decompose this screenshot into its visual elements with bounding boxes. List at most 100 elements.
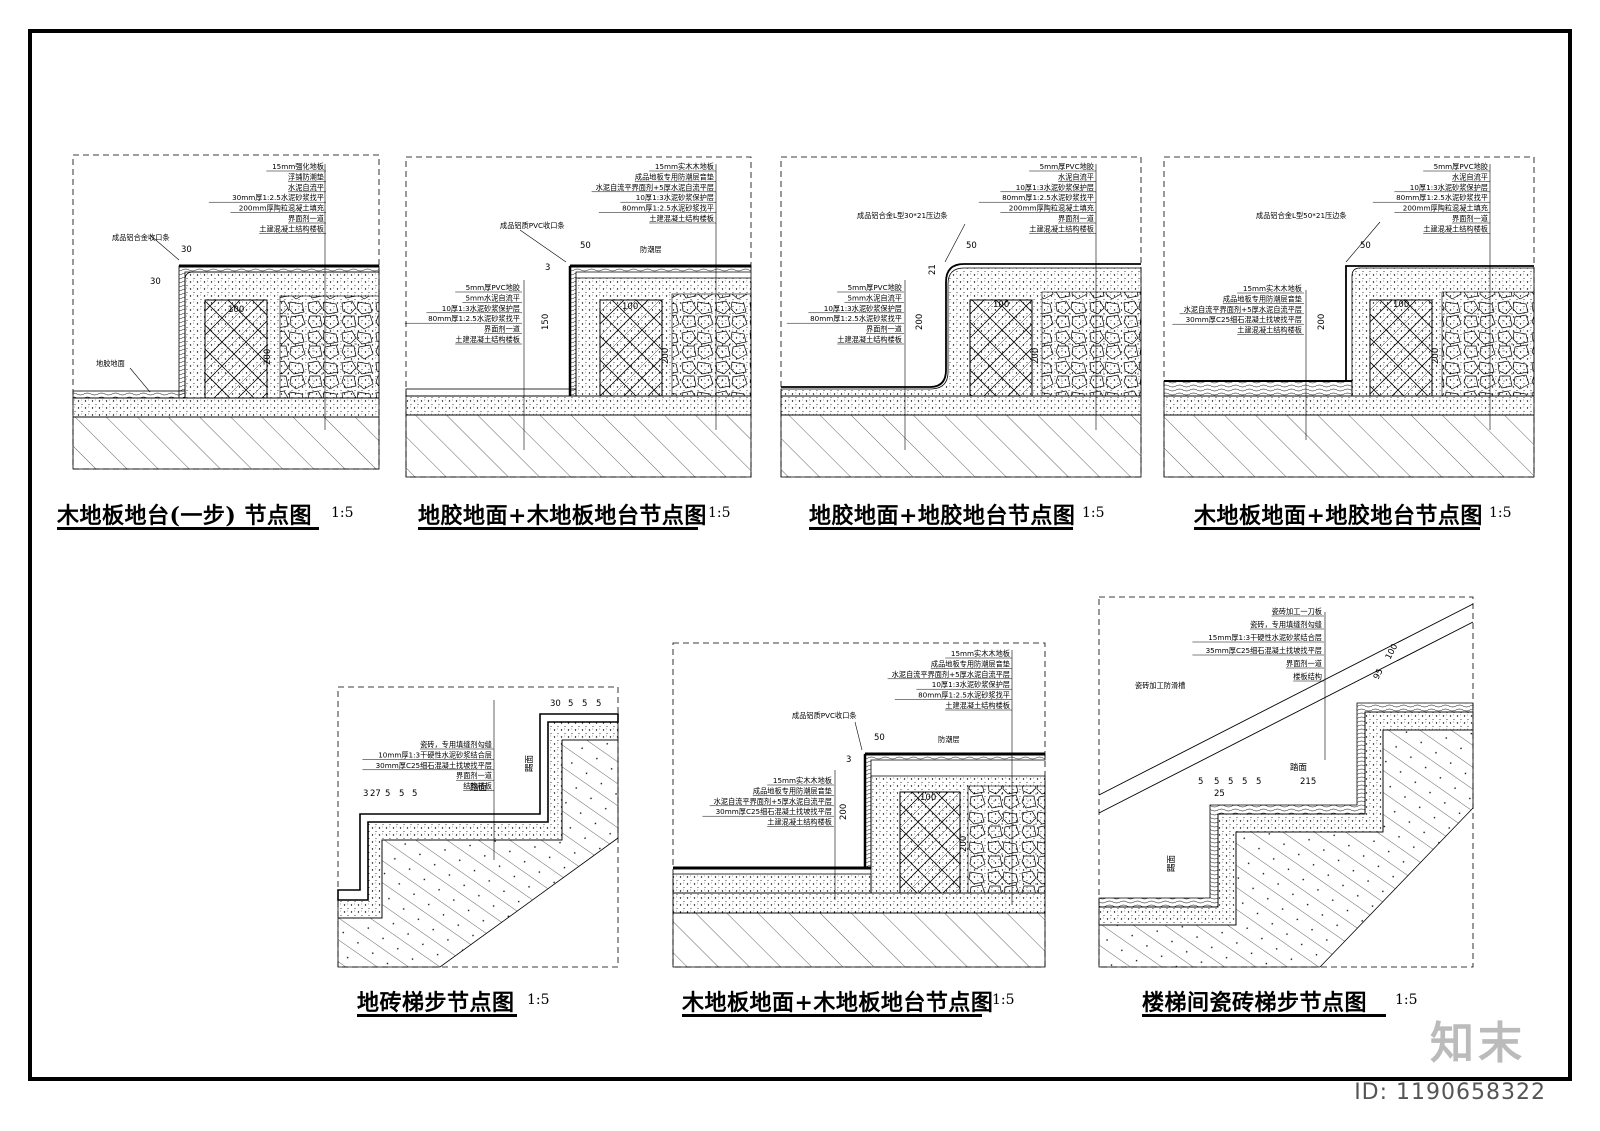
detail-2-lower-notes-4: 界面剂一道: [484, 325, 520, 334]
detail-6-dim-e: 200: [959, 836, 969, 852]
detail-5-dim-h: 5: [399, 789, 404, 799]
detail-1-drawing: 成品铝合金收口条 地胶地面 30 30 100 200: [72, 154, 380, 470]
detail-7-title-underline: [1142, 1014, 1386, 1017]
detail-6-dim-a: 50: [874, 733, 885, 743]
detail-4-scale: 1:5: [1489, 505, 1512, 521]
detail-6-scale: 1:5: [992, 992, 1015, 1008]
detail-7-notes-0: 瓷砖加工一刀板: [1272, 607, 1322, 616]
detail-7-notes-4: 界面剂一道: [1286, 659, 1322, 668]
detail-3-title: 地胶地面+地胶地台节点图: [809, 503, 1076, 529]
detail-3-lower-notes-2: 10厚1:3水泥砂浆保护层: [824, 304, 902, 313]
detail-2-lower-notes-5: 土建混凝土结构楼板: [455, 335, 520, 344]
detail-7-drawing: 瓷砖加工防滑槽 100 95 5 5 5 5 5 25 215 踏面 踢面: [1098, 596, 1474, 968]
detail-7-dim-c: 5: [1198, 777, 1203, 787]
detail-6-notes-1: 成品地板专用防潮层音垫: [931, 659, 1010, 668]
detail-7-dim-a: 100: [1384, 642, 1400, 661]
detail-7-dim-d: 5: [1214, 777, 1219, 787]
detail-3-notes-1: 水泥自流平: [1058, 172, 1094, 181]
detail-1-notes-4: 200mm厚陶粒混凝土填充: [239, 204, 324, 213]
detail-3-notes-5: 界面剂一道: [1058, 214, 1094, 223]
detail-4-lower-notes-0: 15mm实木木地板: [1243, 284, 1302, 293]
detail-6-notes-3: 10厚1:3水泥砂浆保护层: [932, 680, 1010, 689]
detail-1-notes-1: 浮铺防潮垫: [288, 172, 324, 181]
detail-4-notes-4: 200mm厚陶粒混凝土填充: [1403, 204, 1488, 213]
detail-2-notes-0: 15mm实木木地板: [655, 162, 714, 171]
detail-7-riser: 踢面: [1167, 854, 1177, 872]
detail-5-dim-e: 3: [363, 789, 368, 799]
detail-3-dim-d: 100: [993, 300, 1009, 310]
detail-7-notes-3: 35mm厚C25细石混凝土找坡找平层: [1206, 646, 1322, 655]
detail-4-dim-b: 200: [1317, 314, 1327, 330]
detail-1-title-underline: [57, 527, 319, 530]
detail-5-dim-f: 27: [370, 789, 381, 799]
detail-6-notes-4: 80mm厚1:2.5水泥砂浆找平: [918, 691, 1010, 700]
detail-2-lower-notes-2: 10厚1:3水泥砂浆保护层: [442, 304, 520, 313]
detail-7-dim-h: 25: [1214, 789, 1225, 799]
detail-5-dim-a: 30: [550, 699, 561, 709]
detail-1-title: 木地板地台(一步) 节点图: [57, 503, 312, 529]
detail-4-lower-notes-4: 土建混凝土结构楼板: [1237, 326, 1302, 335]
detail-2-lower-notes-1: 5mm水泥自流平: [465, 293, 520, 302]
detail-1-scale: 1:5: [331, 505, 354, 521]
detail-5-dim-b: 5: [568, 699, 573, 709]
detail-2-lower-notes-0: 5mm厚PVC地胶: [466, 283, 520, 292]
detail-5-notes-4: 结构楼板: [463, 782, 492, 791]
detail-7-notes-2: 15mm厚1:3干硬性水泥砂浆结合层: [1208, 633, 1322, 642]
detail-6-lower-notes-0: 15mm实木木地板: [773, 776, 832, 785]
detail-5-dim-g: 5: [385, 789, 390, 799]
detail-6-notes-0: 15mm实木木地板: [951, 649, 1010, 658]
detail-7-title: 楼梯间瓷砖梯步节点图: [1142, 990, 1368, 1016]
detail-4-notes-5: 界面剂一道: [1452, 214, 1488, 223]
detail-2-dim-d: 100: [622, 302, 638, 312]
detail-7-dim-g: 5: [1256, 777, 1261, 787]
detail-2-dim-e: 200: [661, 348, 671, 364]
detail-7-dim-b: 95: [1372, 667, 1386, 681]
detail-6-lower-notes-3: 30mm厚C25细石混凝土找坡找平层: [716, 807, 832, 816]
detail-5-dim-i: 5: [412, 789, 417, 799]
detail-3-lower-notes-1: 5mm水泥自流平: [847, 293, 902, 302]
detail-7-tread: 踏面: [1290, 762, 1308, 773]
detail-5-title: 地砖梯步节点图: [357, 990, 515, 1016]
detail-5-drawing: 30 5 5 5 3 27 5 5 5 踏面 踢面: [337, 686, 619, 968]
detail-3-notes-4: 200mm厚陶粒混凝土填充: [1009, 204, 1094, 213]
detail-6-lower-notes-1: 成品地板专用防潮层音垫: [753, 786, 832, 795]
detail-1-dim-b: 30: [150, 277, 161, 287]
detail-6-dim-d: 100: [920, 793, 936, 803]
detail-6-lower-notes-2: 水泥自流平界面剂+5厚水泥自流平层: [714, 797, 832, 806]
detail-3-lower-notes-3: 80mm厚1:2.5水泥砂浆找平: [810, 314, 902, 323]
detail-2-title-underline: [418, 527, 698, 530]
detail-3-notes-3: 80mm厚1:2.5水泥砂浆找平: [1002, 193, 1094, 202]
detail-1-notes-3: 30mm厚1:2.5水泥砂浆找平: [232, 193, 324, 202]
detail-6-dim-b: 3: [846, 755, 851, 765]
detail-4-lower-notes-3: 30mm厚C25细石混凝土找坡找平层: [1186, 315, 1302, 324]
detail-4-title: 木地板地面+地胶地台节点图: [1194, 503, 1483, 529]
detail-5-notes-0: 瓷砖，专用填缝剂勾缝: [420, 740, 492, 749]
detail-6-title: 木地板地面+木地板地台节点图: [682, 990, 994, 1016]
detail-2-lower-notes-3: 80mm厚1:2.5水泥砂浆找平: [428, 314, 520, 323]
detail-2-dim-b: 3: [545, 263, 550, 273]
detail-5-notes-2: 30mm厚C25细石混凝土找坡找平层: [376, 761, 492, 770]
detail-4-lower-notes-2: 水泥自流平界面剂+5厚水泥自流平层: [1184, 305, 1302, 314]
detail-3-notes-2: 10厚1:3水泥砂浆保护层: [1016, 183, 1094, 192]
detail-2-notes-1: 成品地板专用防潮层音垫: [635, 172, 714, 181]
detail-2-tag: 防潮层: [640, 245, 662, 254]
detail-2-notes-2: 水泥自流平界面剂+5厚水泥自流平层: [596, 183, 714, 192]
detail-3-notes-0: 5mm厚PVC地胶: [1040, 162, 1094, 171]
detail-5-title-underline: [357, 1014, 517, 1017]
sheet-outer-border: [28, 29, 1572, 1081]
detail-3-drawing: 成品铝合金L型30*21压边条 50 21 200 100 200: [780, 156, 1142, 478]
detail-3-dim-b: 21: [928, 264, 938, 275]
detail-6-left-note: 成品铝质PVC收口条: [792, 711, 857, 720]
detail-1-floor-note: 地胶地面: [96, 359, 125, 368]
detail-2-notes-4: 80mm厚1:2.5水泥砂浆找平: [622, 204, 714, 213]
note-layer: 15mm强化地板浮铺防潮垫水泥自流平30mm厚1:2.5水泥砂浆找平200mm厚…: [208, 162, 1490, 827]
detail-5-dim-d: 5: [596, 699, 601, 709]
detail-7-notes-1: 瓷砖，专用填缝剂勾缝: [1250, 620, 1322, 629]
detail-6-notes-2: 水泥自流平界面剂+5厚水泥自流平层: [892, 670, 1010, 679]
detail-2-left-note: 成品铝质PVC收口条: [500, 221, 565, 230]
detail-3-dim-a: 50: [966, 241, 977, 251]
detail-7-dim-i: 215: [1300, 777, 1316, 787]
detail-1-left-note: 成品铝合金收口条: [112, 233, 170, 242]
brand-logo: 知末: [1430, 1018, 1526, 1069]
